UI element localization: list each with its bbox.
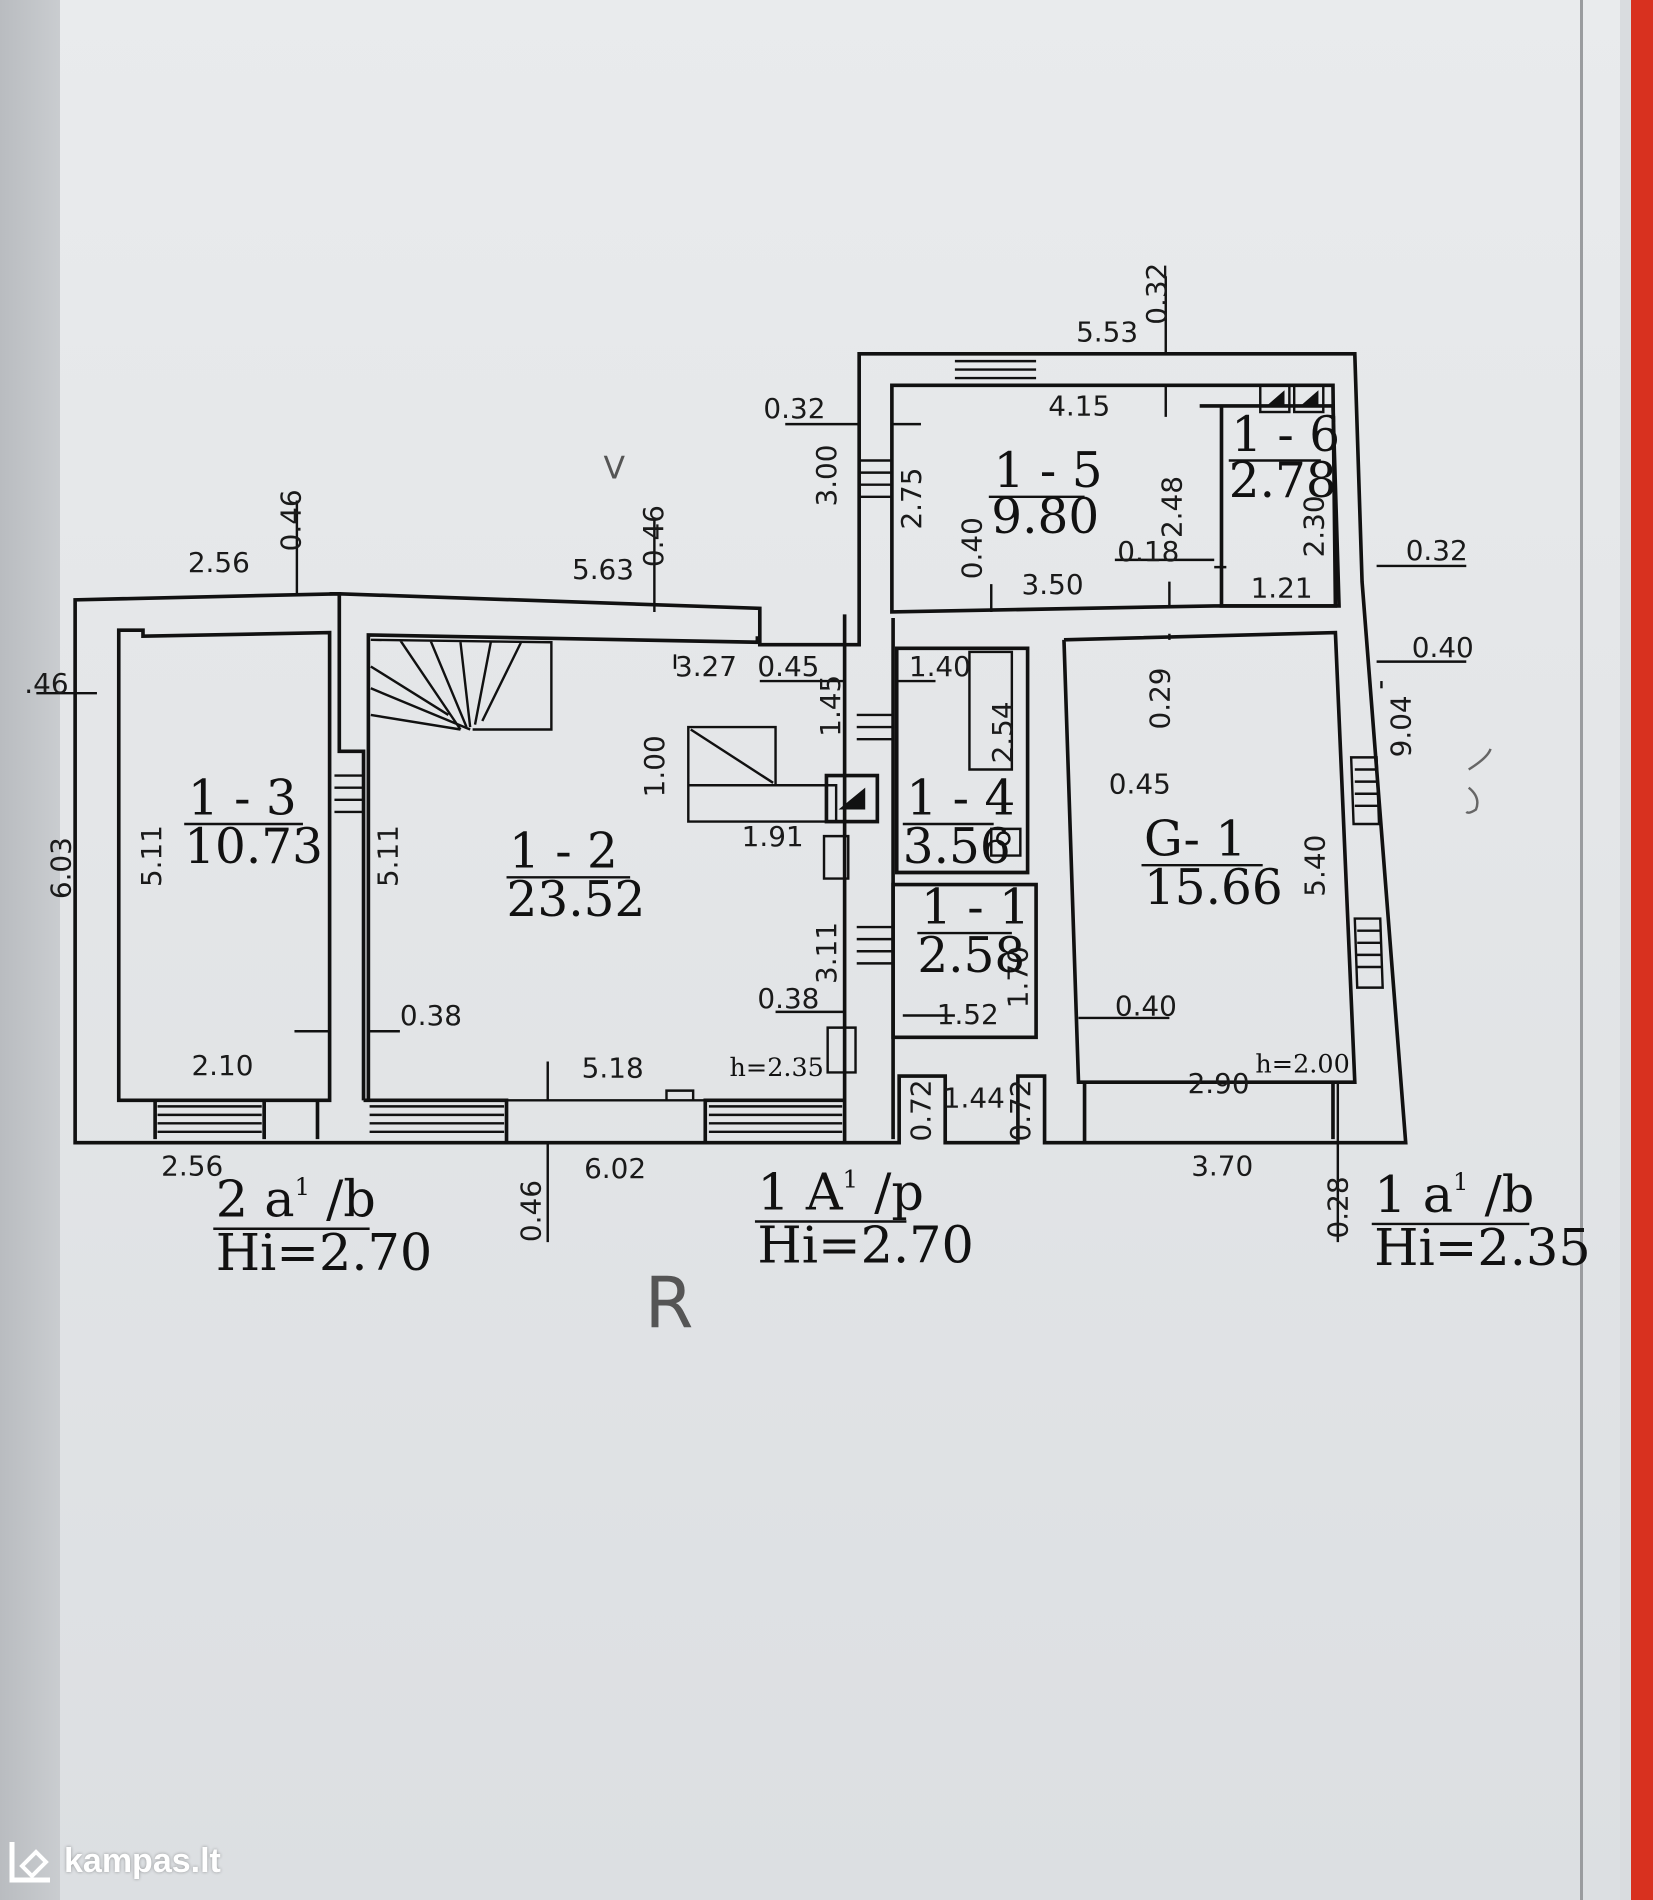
dim-9.04: 9.04 (1385, 695, 1418, 757)
dim-0.40: 0.40 (1115, 989, 1177, 1022)
dim-2.10: 2.10 (191, 1049, 253, 1082)
dim-2.56: 2.56 (188, 546, 250, 579)
dim-0.40: 0.40 (956, 517, 989, 579)
dim-6.03: 6.03 (44, 837, 77, 899)
dim-4.15: 4.15 (1048, 390, 1110, 423)
dim-5.63: 5.63 (572, 553, 634, 586)
dim-0.46: 0.46 (514, 1180, 547, 1242)
room-area: 23.52 (507, 872, 646, 928)
dim-6.02: 6.02 (584, 1152, 646, 1185)
level-height: Hi=2.70 (216, 1224, 433, 1283)
dim-0.18: 0.18 (1117, 535, 1179, 568)
dim-1.45: 1.45 (814, 675, 847, 737)
room-area: 15.66 (1144, 860, 1283, 916)
handwritten-mark: V (603, 451, 625, 487)
dim-2.30: 2.30 (1297, 495, 1330, 557)
dim-.46: .46 (24, 667, 68, 700)
dim-2.75: 2.75 (895, 468, 928, 530)
dim-0.72: 0.72 (905, 1079, 938, 1141)
room-code: 1 - 2 (509, 824, 618, 880)
level-height: Hi=2.70 (757, 1217, 974, 1276)
handwritten-mark: R (645, 1262, 694, 1344)
level-code: 1 A1 /p (757, 1163, 924, 1222)
dim-2.48: 2.48 (1156, 476, 1189, 538)
dim-1.00: 1.00 (638, 735, 671, 797)
dim-5.40: 5.40 (1298, 835, 1331, 897)
paper-edge (1580, 0, 1583, 1900)
kampas-logo-icon (9, 1842, 50, 1883)
dim-0.40: 0.40 (1412, 631, 1474, 664)
dim-2.90: 2.90 (1188, 1067, 1250, 1100)
room-code: 1 - 1 (921, 879, 1030, 935)
red-folder-edge (1631, 0, 1653, 1900)
room-area: 10.73 (184, 819, 323, 875)
dim-0.32: 0.32 (1140, 263, 1173, 325)
dimension-labels: 5.53 0.32 4.15 0.32 3.00 2.75 2.48 2.30 … (24, 263, 1474, 1242)
dim-0.28: 0.28 (1322, 1176, 1355, 1238)
handwritten-squiggle (1465, 748, 1492, 814)
ceiling-height-note: h=2.00 (1255, 1048, 1349, 1078)
dim-0.29: 0.29 (1143, 667, 1176, 729)
dim-3.00: 3.00 (810, 445, 843, 507)
level-labels: 2 a1 /b Hi=2.70 1 A1 /p Hi=2.70 1 a1 /b … (213, 1163, 1591, 1283)
dim-3.11: 3.11 (810, 922, 843, 984)
room-area: 2.78 (1229, 453, 1337, 509)
dim-1.91: 1.91 (742, 820, 804, 853)
dim-5.11: 5.11 (135, 825, 168, 887)
dim-0.45: 0.45 (1109, 768, 1171, 801)
room-area: 2.58 (917, 928, 1025, 984)
dim-2.56: 2.56 (161, 1149, 223, 1182)
dim-0.46: 0.46 (275, 489, 308, 551)
dim-1.21: 1.21 (1251, 571, 1313, 604)
watermark-text: kampas.lt (64, 1841, 221, 1880)
dim-0.38: 0.38 (400, 999, 462, 1032)
dim-1.40: 1.40 (909, 650, 971, 683)
room-labels: 1 - 3 10.73 1 - 2 23.52 1 - 5 9.80 1 - 6… (184, 407, 1340, 984)
room-code: 1 - 6 (1231, 407, 1340, 463)
dim-0.72: 0.72 (1004, 1079, 1037, 1141)
paper-sheet (60, 0, 1620, 1900)
room-code: 1 - 4 (906, 770, 1015, 826)
room-area: 9.80 (991, 489, 1099, 545)
dim-5.53: 5.53 (1076, 316, 1138, 349)
room-code: G- 1 (1144, 812, 1246, 868)
dim-1.44: 1.44 (943, 1082, 1005, 1115)
room-code: 1 - 3 (188, 770, 297, 826)
room-code: 1 - 5 (994, 443, 1103, 499)
dim-5.18: 5.18 (582, 1051, 644, 1084)
room-area: 3.56 (903, 819, 1011, 875)
dim-0.45: 0.45 (757, 650, 819, 683)
dim-0.32: 0.32 (1406, 534, 1468, 567)
ceiling-height-note: h=2.35 (730, 1052, 824, 1082)
dim-2.54: 2.54 (986, 701, 1019, 763)
level-code: 1 a1 /b (1374, 1166, 1534, 1225)
dim-3.70: 3.70 (1191, 1149, 1253, 1182)
dim-3.27: 3.27 (675, 650, 737, 683)
level-code: 2 a1 /b (216, 1171, 376, 1230)
outer-walls (36, 276, 1467, 1243)
level-height: Hi=2.35 (1374, 1219, 1591, 1278)
dim-0.32: 0.32 (763, 392, 825, 425)
kampas-watermark: kampas.lt (6, 1836, 221, 1886)
dim-1.52: 1.52 (937, 998, 999, 1031)
dim-0.38: 0.38 (757, 982, 819, 1015)
dim-0.46: 0.46 (637, 505, 670, 567)
dim-1.70: 1.70 (1002, 946, 1035, 1008)
dim-5.11: 5.11 (371, 825, 404, 887)
dim-3.50: 3.50 (1022, 568, 1084, 601)
